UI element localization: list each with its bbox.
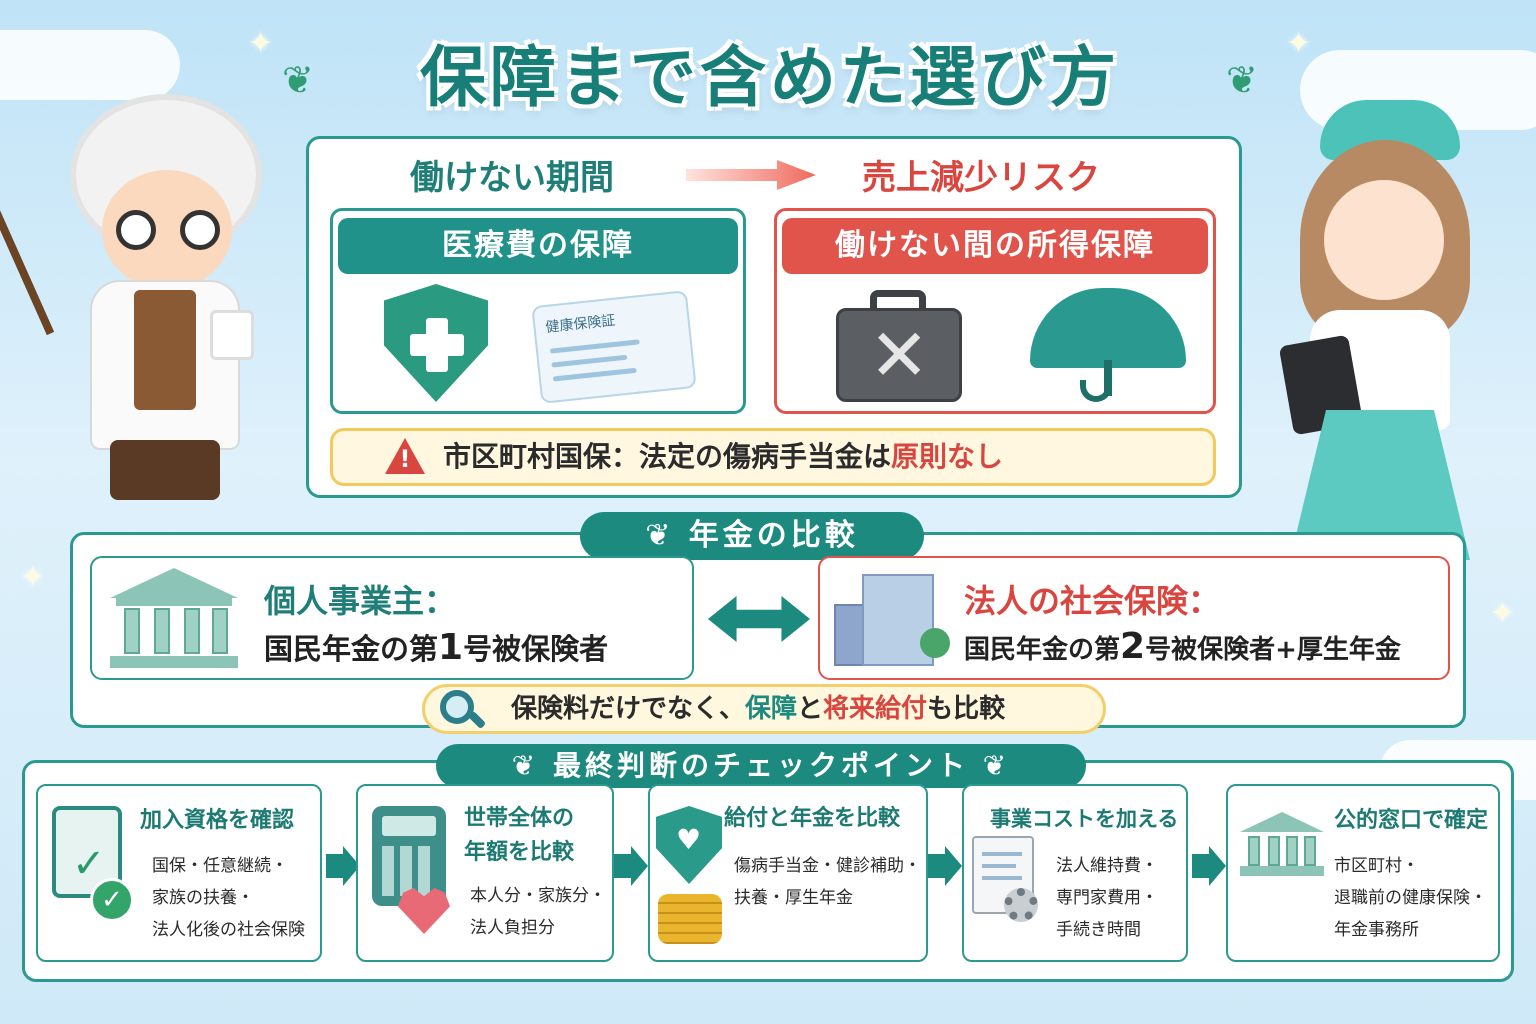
warning-text: 市区町村国保：法定の傷病手当金は: [443, 440, 892, 473]
checkpoint-title: 世帯全体の 年額を比較: [464, 802, 574, 870]
hint-highlight: 保障: [745, 694, 798, 724]
check-circle-icon: ✓: [90, 878, 134, 922]
checkpoint-detail: 本人分・家族分・ 法人負担分: [470, 880, 606, 944]
compare-hint-pill: 保険料だけでなく、保障と将来給付も比較: [422, 684, 1106, 734]
sprout-icon: ❦: [511, 749, 553, 782]
sparkle-icon: ✦: [248, 26, 274, 61]
checkpoint-title: 公的窓口で確定: [1334, 808, 1489, 833]
detail-text: 国民年金の第: [264, 632, 439, 666]
detail-text: 号被保険者+厚生年金: [1145, 635, 1401, 665]
umbrella-hook: [1080, 380, 1112, 402]
warning-icon: !: [385, 438, 425, 474]
briefcase-x-icon: ✕: [836, 308, 962, 402]
coins-icon: [658, 894, 722, 944]
pension-section-label: 年金の比較: [688, 518, 859, 553]
left-heading: 働けない期間: [410, 158, 614, 198]
detail-line: 家族の扶養・: [152, 888, 254, 908]
tree-icon: [920, 628, 950, 658]
briefcase-handle: [870, 290, 926, 316]
card-line: [549, 339, 640, 354]
cloud-decoration: [0, 30, 180, 100]
detail-number: 1: [438, 627, 464, 668]
detail-text: 国民年金の第: [964, 635, 1121, 665]
magnifier-icon: [440, 690, 474, 724]
detail-line: 扶養・厚生年金: [734, 888, 853, 908]
corporation-detail: 国民年金の第2号被保険者+厚生年金: [964, 626, 1401, 667]
hint-text: も比較: [927, 694, 1006, 724]
umbrella-stick: [1104, 360, 1112, 396]
insurance-card-label: 健康保険証: [544, 312, 617, 336]
checkpoint-title: 給付と年金を比較: [724, 806, 901, 831]
bank-icon: [110, 568, 238, 668]
sprout-icon: ❦: [282, 58, 314, 102]
right-heading: 売上減少リスク: [862, 158, 1100, 198]
detail-line: 年金事務所: [1334, 920, 1419, 940]
hint-text: 保険料だけでなく、: [511, 694, 746, 724]
title-line: 年額を比較: [464, 840, 575, 865]
checkpoint-title: 加入資格を確認: [140, 808, 295, 833]
detail-line: 専門家費用・: [1056, 888, 1158, 908]
detail-line: 法人負担分: [470, 918, 555, 938]
sole-proprietor-title: 個人事業主：: [264, 582, 457, 620]
hint-text: と: [797, 694, 824, 724]
income-protection-title: 働けない間の所得保障: [782, 218, 1208, 274]
bank-icon: [1240, 812, 1324, 876]
checkpoint-detail: 国保・任意継続・ 家族の扶養・ 法人化後の社会保険: [152, 850, 305, 946]
detail-line: 市区町村・: [1334, 856, 1419, 876]
sprout-icon: ❦: [969, 749, 1011, 782]
checkpoints-section-label: 最終判断のチェックポイント: [552, 749, 969, 782]
warning-highlight: 原則なし: [891, 440, 1004, 473]
checkpoint-detail: 法人維持費・ 専門家費用・ 手続き時間: [1056, 850, 1158, 946]
scientist-character-illustration: [0, 100, 290, 520]
document-gear-icon: [972, 836, 1038, 922]
detail-number: 2: [1120, 626, 1146, 667]
shield-cross-horizontal: [410, 334, 464, 356]
title-line: 世帯全体の: [464, 806, 575, 831]
insurance-card-icon: 健康保険証: [531, 290, 697, 404]
detail-line: 傷病手当金・健診補助・: [734, 856, 921, 876]
medical-cost-title: 医療費の保障: [338, 218, 738, 274]
detail-line: 本人分・家族分・: [470, 886, 606, 906]
detail-line: 法人化後の社会保険: [152, 920, 305, 940]
card-line: [551, 354, 628, 368]
page-title: 保障まで含めた選び方: [420, 39, 1120, 116]
sprout-icon: ❦: [1226, 58, 1258, 102]
detail-line: 国保・任意継続・: [152, 856, 288, 876]
corporation-title: 法人の社会保険：: [964, 582, 1221, 620]
checkpoints-section-tag: ❦ 最終判断のチェックポイント ❦: [436, 744, 1086, 788]
checkpoint-detail: 傷病手当金・健診補助・ 扶養・厚生年金: [734, 850, 921, 914]
detail-line: 退職前の健康保険・: [1334, 888, 1487, 908]
detail-text: 号被保険者: [463, 632, 609, 666]
calculator-icon: [372, 806, 446, 906]
sprout-icon: ❦: [645, 518, 689, 553]
detail-line: 手続き時間: [1056, 920, 1141, 940]
checkpoint-title: 事業コストを加える: [990, 807, 1179, 831]
checkpoint-detail: 市区町村・ 退職前の健康保険・ 年金事務所: [1334, 850, 1487, 946]
card-line: [552, 367, 637, 382]
detail-line: 法人維持費・: [1056, 856, 1158, 876]
sparkle-icon: ✦: [1286, 26, 1312, 61]
sparkle-icon: ✦: [1490, 596, 1516, 631]
kokuho-warning-banner: ! 市区町村国保：法定の傷病手当金は原則なし: [330, 428, 1216, 486]
sole-proprietor-detail: 国民年金の第1号被保険者: [264, 626, 608, 668]
hint-highlight: 将来給付: [823, 694, 928, 724]
pension-section-tag: ❦ 年金の比較: [580, 512, 924, 560]
sparkle-icon: ✦: [20, 560, 46, 595]
